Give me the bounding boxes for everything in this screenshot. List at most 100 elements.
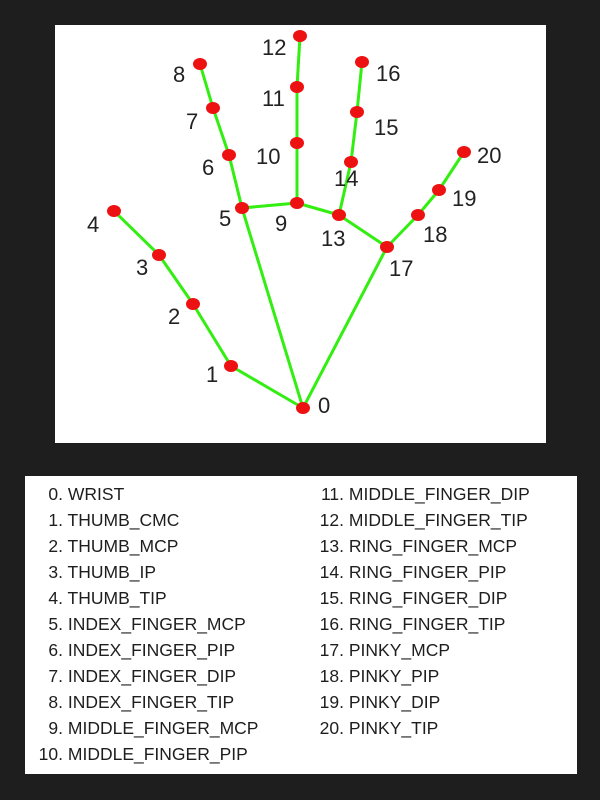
joint-pinky-dip [432, 184, 446, 196]
bone-14-15 [349, 110, 359, 164]
joint-pinky-pip [411, 209, 425, 221]
legend-item: 10. MIDDLE_FINGER_PIP [30, 741, 258, 767]
bone-9-13 [295, 201, 341, 217]
bone-0-1 [229, 364, 305, 410]
bone-15-16 [355, 60, 364, 114]
legend-item-name: MIDDLE_FINGER_DIP [348, 484, 530, 504]
joint-index-finger-pip [222, 149, 236, 161]
joint-index-finger-mcp [235, 202, 249, 214]
bone-13-17 [337, 213, 389, 249]
keypoint-label-7: 7 [186, 109, 198, 134]
bone-17-18 [385, 213, 420, 249]
legend-item-number: 17. [319, 640, 344, 660]
legend-item-number: 19. [319, 692, 344, 712]
legend-item-number: 3. [48, 562, 63, 582]
legend-item: 6. INDEX_FINGER_PIP [30, 637, 258, 663]
legend-item-number: 18. [319, 666, 344, 686]
joint-middle-finger-dip [290, 81, 304, 93]
legend-item: 8. INDEX_FINGER_TIP [30, 689, 258, 715]
legend-item-number: 0. [48, 484, 63, 504]
legend-item-name: INDEX_FINGER_PIP [67, 640, 236, 660]
keypoint-label-19: 19 [452, 186, 476, 211]
bone-2-3 [157, 253, 195, 306]
joint-ring-finger-tip [355, 56, 369, 68]
legend-item: 14. RING_FINGER_PIP [311, 559, 530, 585]
keypoint-label-13: 13 [321, 226, 345, 251]
legend-item-number: 7. [48, 666, 63, 686]
legend-item: 5. INDEX_FINGER_MCP [30, 611, 258, 637]
legend-item: 19. PINKY_DIP [311, 689, 530, 715]
keypoint-label-17: 17 [389, 256, 413, 281]
legend-item-name: THUMB_CMC [67, 510, 180, 530]
legend-item-number: 1. [48, 510, 63, 530]
keypoint-label-9: 9 [275, 211, 287, 236]
legend-item: 17. PINKY_MCP [311, 637, 530, 663]
legend-item: 2. THUMB_MCP [30, 533, 258, 559]
legend-item: 18. PINKY_PIP [311, 663, 530, 689]
bone-5-9 [240, 201, 299, 210]
legend-item-number: 4. [48, 588, 63, 608]
legend-item: 9. MIDDLE_FINGER_MCP [30, 715, 258, 741]
joint-thumb-mcp [186, 298, 200, 310]
keypoint-label-4: 4 [87, 212, 99, 237]
legend-item-name: PINKY_MCP [348, 640, 451, 660]
legend-item-name: MIDDLE_FINGER_MCP [67, 718, 259, 738]
joint-index-finger-tip [193, 58, 207, 70]
legend-item-name: THUMB_IP [67, 562, 157, 582]
legend-item-number: 10. [38, 744, 63, 764]
legend-item-name: RING_FINGER_DIP [348, 588, 508, 608]
joint-pinky-tip [457, 146, 471, 158]
legend-item: 15. RING_FINGER_DIP [311, 585, 530, 611]
legend-item-number: 16. [319, 614, 344, 634]
joint-middle-finger-mcp [290, 197, 304, 209]
keypoint-label-5: 5 [219, 206, 231, 231]
legend-item: 4. THUMB_TIP [30, 585, 258, 611]
legend-item-name: INDEX_FINGER_DIP [67, 666, 237, 686]
legend-item: 13. RING_FINGER_MCP [311, 533, 530, 559]
legend-item-name: RING_FINGER_PIP [348, 562, 507, 582]
legend-item-name: PINKY_PIP [348, 666, 440, 686]
keypoint-label-6: 6 [202, 155, 214, 180]
legend-item-name: INDEX_FINGER_TIP [67, 692, 235, 712]
legend-item-number: 20. [319, 718, 344, 738]
legend-item-name: THUMB_MCP [67, 536, 179, 556]
bone-3-4 [112, 209, 161, 257]
legend-item-name: MIDDLE_FINGER_TIP [348, 510, 528, 530]
legend-item-number: 8. [48, 692, 63, 712]
joint-index-finger-dip [206, 102, 220, 114]
legend-item-name: RING_FINGER_TIP [348, 614, 506, 634]
legend-item-number: 11. [320, 484, 344, 504]
joint-middle-finger-tip [293, 30, 307, 42]
keypoint-label-2: 2 [168, 304, 180, 329]
legend-item: 11. MIDDLE_FINGER_DIP [311, 481, 530, 507]
joint-ring-finger-mcp [332, 209, 346, 221]
legend-item: 12. MIDDLE_FINGER_TIP [311, 507, 530, 533]
legend-item: 16. RING_FINGER_TIP [311, 611, 530, 637]
bone-7-8 [198, 62, 215, 110]
legend-item-name: PINKY_DIP [348, 692, 441, 712]
legend-item-name: PINKY_TIP [348, 718, 439, 738]
bone-6-7 [211, 106, 231, 157]
legend-item-number: 15. [319, 588, 344, 608]
joint-wrist [296, 402, 310, 414]
keypoint-label-16: 16 [376, 61, 400, 86]
joint-ring-finger-pip [344, 156, 358, 168]
joint-pinky-mcp [380, 241, 394, 253]
legend-item-number: 12. [319, 510, 344, 530]
legend-item-number: 13. [319, 536, 344, 556]
legend-item-name: INDEX_FINGER_MCP [67, 614, 246, 634]
keypoint-label-18: 18 [423, 222, 447, 247]
bone-19-20 [437, 150, 466, 192]
keypoint-label-11: 11 [262, 86, 285, 111]
joint-thumb-ip [152, 249, 166, 261]
legend-item-number: 14. [319, 562, 344, 582]
keypoint-label-10: 10 [256, 144, 280, 169]
legend-item-name: RING_FINGER_MCP [348, 536, 518, 556]
legend-item-number: 6. [48, 640, 63, 660]
joint-middle-finger-pip [290, 137, 304, 149]
bone-5-6 [227, 153, 244, 210]
keypoint-label-12: 12 [262, 35, 286, 60]
